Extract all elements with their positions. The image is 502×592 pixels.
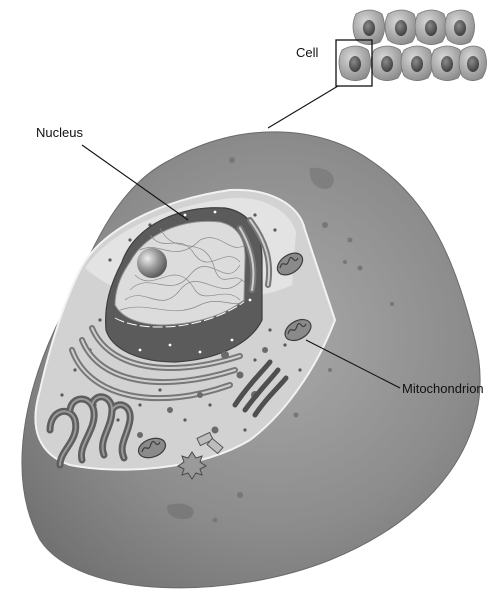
label-cell-group: Cell xyxy=(296,45,319,60)
nucleolus xyxy=(137,248,167,278)
label-nucleus: Nucleus xyxy=(36,125,83,140)
cluster-row-bottom xyxy=(339,46,487,81)
label-mitochondrion: Mitochondrion xyxy=(402,381,484,396)
peroxisome-icon xyxy=(178,452,206,479)
cell-cluster-icon xyxy=(336,10,487,86)
label-cell: Cell xyxy=(296,45,319,60)
cell-zoom-line xyxy=(268,86,338,128)
